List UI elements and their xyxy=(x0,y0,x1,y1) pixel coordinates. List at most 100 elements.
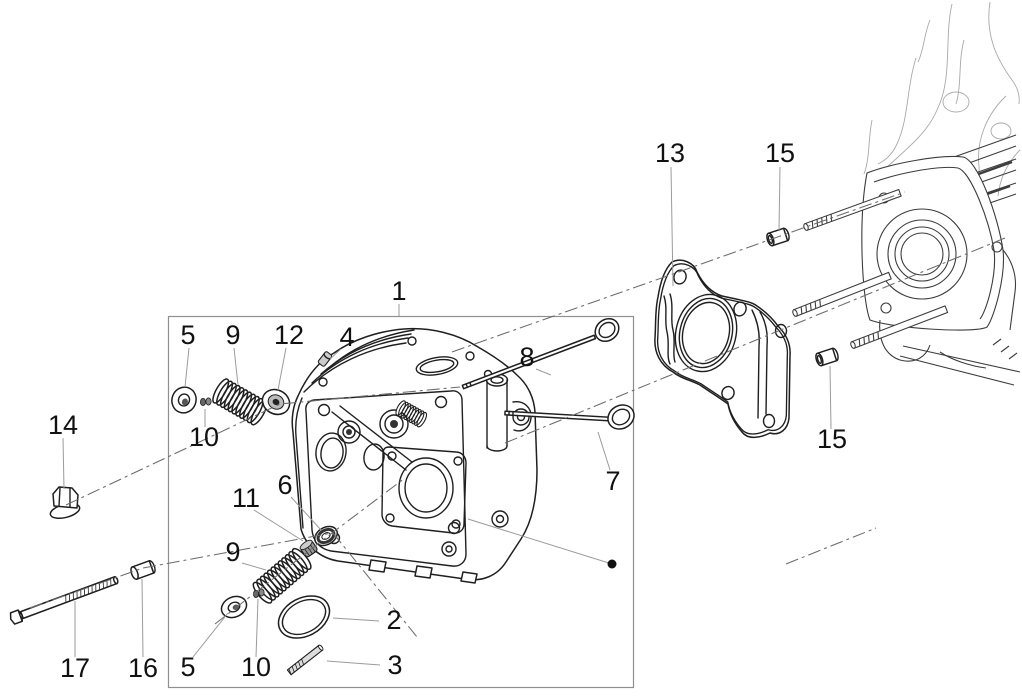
gasket-right-channel xyxy=(751,309,760,419)
valve-stem-seal xyxy=(314,525,338,547)
head-bolt-hole xyxy=(434,395,448,409)
lug-ring xyxy=(441,541,457,557)
callout-leader-10 xyxy=(255,598,259,658)
reference-dot xyxy=(607,559,617,569)
lug-hole xyxy=(495,514,505,524)
head-tab xyxy=(414,565,433,579)
callout-label-10: 10 xyxy=(241,652,271,682)
callout-label-9: 9 xyxy=(225,320,240,350)
valve-guide-boss xyxy=(337,420,361,444)
dowel-axis-centerline xyxy=(451,191,906,353)
head-top-oval-port xyxy=(415,356,459,376)
callout-label-16: 16 xyxy=(128,653,158,683)
head-top-hole xyxy=(318,377,328,387)
reference-dot-leader xyxy=(467,518,613,565)
engine-block-drawing xyxy=(792,1,1021,386)
valve-drawing xyxy=(461,317,620,390)
gasket-hole xyxy=(762,413,776,429)
gasket-hole xyxy=(733,301,747,317)
cylinder-bore-outer xyxy=(887,219,957,289)
exhaust-flange xyxy=(381,446,467,534)
gasket-water-slot xyxy=(663,295,671,365)
callout-label-15: 15 xyxy=(817,424,847,454)
valve-cotter xyxy=(205,397,212,406)
valve-guide-boss xyxy=(379,409,409,439)
callout-label-8: 8 xyxy=(519,342,534,372)
dowel-pin-drawing xyxy=(815,347,839,367)
head-top-hole xyxy=(407,336,417,346)
callout-label-12: 12 xyxy=(274,320,304,350)
lower-spring-group xyxy=(220,525,338,619)
crankcase-light-linework xyxy=(863,1,1021,197)
tube-backing xyxy=(487,379,507,448)
callout-leader-13 xyxy=(670,166,674,287)
callout-label-10: 10 xyxy=(189,422,219,452)
flange-hole xyxy=(453,456,463,466)
spring-seat-washer xyxy=(220,595,248,619)
head-gasket-drawing xyxy=(654,259,791,439)
tube-bottom xyxy=(486,445,508,452)
callout-leader-9 xyxy=(241,562,267,571)
callout-leader-7 xyxy=(597,431,611,471)
gasket-hole xyxy=(721,385,735,401)
stud-drawing xyxy=(286,644,324,676)
flange-hole xyxy=(451,519,461,529)
port-opening xyxy=(363,443,385,471)
callout-label-3: 3 xyxy=(387,650,402,680)
head-bolt-hole xyxy=(317,403,331,417)
head-tab xyxy=(368,559,387,573)
flange-hole xyxy=(385,513,395,523)
combustion-chamber xyxy=(398,457,454,519)
callout-leader-12 xyxy=(277,347,287,391)
callout-leader-16 xyxy=(141,578,144,658)
lug-ring xyxy=(491,510,509,528)
callout-label-1: 1 xyxy=(391,276,406,306)
spring-seat-washer xyxy=(171,386,197,414)
callout-label-2: 2 xyxy=(386,605,401,635)
callout-label-6: 6 xyxy=(277,470,292,500)
cylinder-axis-centerline xyxy=(504,237,1006,444)
auxiliary-centerline xyxy=(332,532,418,638)
installed-valve-spring xyxy=(395,400,428,428)
callout-leader-3 xyxy=(326,660,381,666)
valve-guide-hole xyxy=(390,420,398,428)
stud-axis-centerline xyxy=(785,527,877,565)
valve-guide-hole xyxy=(346,429,352,435)
gasket-water-slot xyxy=(669,293,676,363)
flange-bolt-drawing xyxy=(9,575,119,625)
cylinder-bore-mid xyxy=(894,226,950,282)
cylinder-bore-inner xyxy=(900,232,944,276)
stud-hole xyxy=(880,302,892,314)
cylinder-face-inner-edge xyxy=(873,166,996,320)
callout-label-7: 7 xyxy=(605,466,620,496)
valve-cotter xyxy=(199,397,206,406)
head-top-hole xyxy=(465,351,475,361)
valve-drawing xyxy=(504,404,635,430)
valve-spring xyxy=(212,378,268,426)
o-ring-drawing xyxy=(277,595,331,639)
parts-box-frame xyxy=(167,315,635,689)
flange-nut-drawing xyxy=(49,486,81,520)
callout-leader-8 xyxy=(535,368,552,376)
flange-hole xyxy=(387,451,397,461)
callout-label-5: 5 xyxy=(180,652,195,682)
head-tab xyxy=(460,571,478,584)
gasket-bore xyxy=(674,293,738,373)
port-opening-inner xyxy=(320,437,344,469)
combustion-chamber-inner xyxy=(404,463,448,513)
stud-hole xyxy=(991,241,1003,253)
port-opening xyxy=(315,432,347,472)
callout-label-9: 9 xyxy=(225,537,240,567)
lug-hole xyxy=(445,545,453,553)
reference-dot-layer xyxy=(467,518,617,569)
callout-leader-2 xyxy=(332,617,380,622)
callout-leader-15 xyxy=(829,365,832,430)
bolt-axis-centerline xyxy=(29,532,333,609)
head-fins xyxy=(303,329,415,393)
callout-label-4: 4 xyxy=(339,322,354,352)
callout-leader-9 xyxy=(233,347,239,386)
callout-label-13: 13 xyxy=(655,138,685,168)
